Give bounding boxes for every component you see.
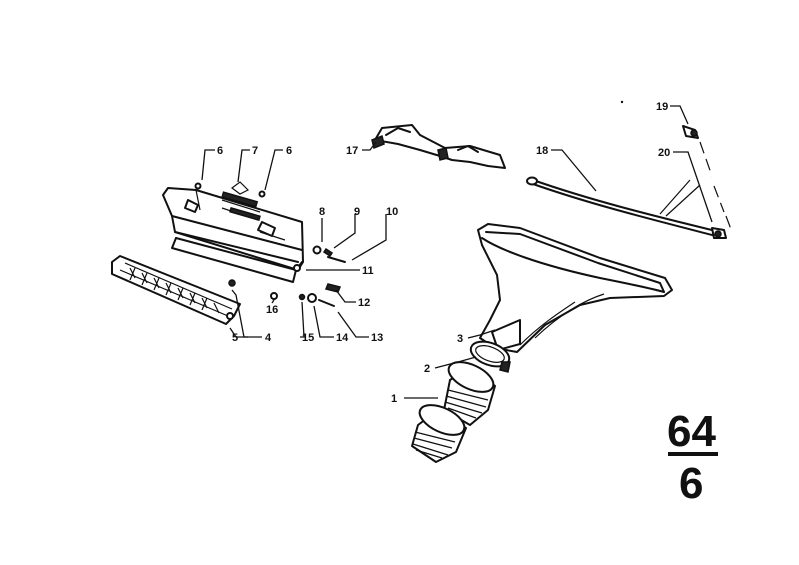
callout-20: 20	[658, 147, 670, 159]
washer-part-8	[312, 245, 322, 255]
speck	[620, 100, 624, 104]
leader-lines	[201, 105, 713, 399]
callout-13: 13	[371, 332, 383, 344]
group-sub-number: 6	[679, 459, 703, 508]
grommet-part-16	[270, 292, 278, 300]
rivet-part-4	[228, 279, 236, 287]
group-divider	[668, 452, 718, 456]
group-number: 64 6	[667, 407, 718, 508]
duct-funnel-part-3	[477, 223, 673, 353]
callout-10: 10	[386, 206, 398, 218]
small-hardware	[194, 182, 346, 307]
callout-12: 12	[358, 297, 370, 309]
cable-part-18	[526, 176, 721, 237]
callout-19: 19	[656, 101, 668, 113]
callout-18: 18	[536, 145, 548, 157]
callout-5: 5	[232, 332, 238, 344]
callout-8: 8	[319, 206, 325, 218]
washer-part-14	[307, 293, 317, 303]
grille-part-5	[111, 255, 241, 325]
callout-14: 14	[336, 332, 349, 344]
nut-part-9	[322, 247, 334, 258]
nut-part-15	[298, 293, 306, 301]
callout-4: 4	[265, 332, 272, 344]
callout-6a: 6	[217, 145, 223, 157]
callout-1: 1	[391, 393, 397, 405]
bracket-part-17	[371, 124, 506, 169]
callout-16: 16	[266, 304, 278, 316]
fitting-part-20	[699, 141, 733, 239]
group-main-number: 64	[667, 407, 716, 456]
callout-17: 17	[346, 145, 358, 157]
callout-2: 2	[424, 363, 430, 375]
screw-part-10	[327, 256, 346, 263]
callout-6b: 6	[286, 145, 292, 157]
callout-9: 9	[354, 206, 360, 218]
clip-part-12	[324, 283, 342, 293]
callout-11: 11	[362, 265, 374, 277]
screw-part-6b	[258, 190, 266, 198]
air-duct-housing	[162, 181, 304, 283]
clamp-ring-part-2	[469, 340, 511, 373]
callout-15: 15	[302, 332, 314, 344]
callout-7: 7	[252, 145, 258, 157]
screw-part-13	[318, 299, 335, 307]
fitting-part-19	[682, 125, 699, 139]
hose-part-1	[411, 361, 496, 463]
callout-3: 3	[457, 333, 463, 345]
screw-part-6a	[194, 182, 202, 190]
callout-labels: 1 2 3 4 5 6 6 7 8 9 10 11 12 13 14 15 16…	[217, 101, 670, 405]
